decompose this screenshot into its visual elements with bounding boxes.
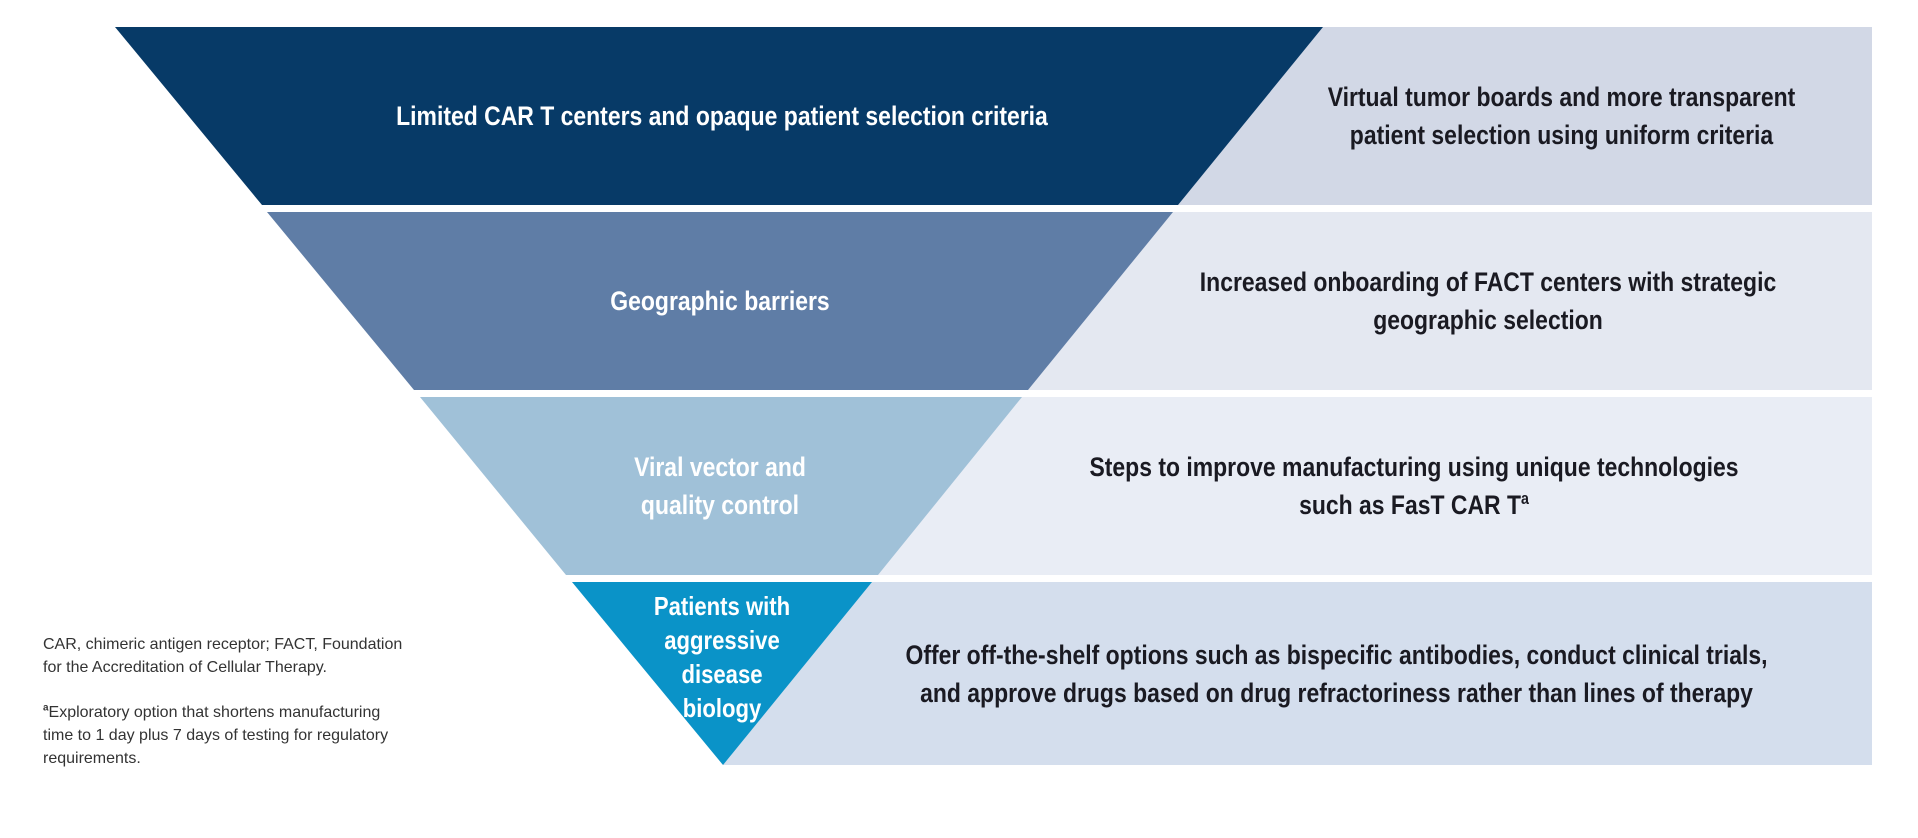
solution-panel-4: [723, 582, 1872, 765]
footnote-exploratory-line: requirements.: [43, 750, 141, 767]
solution-text-2-line: Increased onboarding of FACT centers wit…: [1199, 267, 1777, 297]
barrier-label-4-line: biology: [682, 693, 762, 723]
footnote-exploratory: aExploratory option that shortens manufa…: [43, 701, 388, 770]
footnote-abbreviations: CAR, chimeric antigen receptor; FACT, Fo…: [43, 633, 402, 679]
footnote-exploratory-line1-text: Exploratory option that shortens manufac…: [48, 704, 381, 721]
solution-text-4-line: and approve drugs based on drug refracto…: [920, 677, 1753, 708]
solution-text-1-line: patient selection using uniform criteria: [1349, 120, 1774, 150]
solution-text-4-line: Offer off-the-shelf options such as bisp…: [905, 639, 1768, 670]
solution-text-1: Virtual tumor boards and more transparen…: [1298, 27, 1826, 205]
footnote-marker-a: a: [43, 702, 49, 714]
barrier-label-4-line: aggressive: [664, 625, 780, 655]
solution-text-1-line: Virtual tumor boards and more transparen…: [1327, 82, 1796, 112]
solution-panel-3: [877, 397, 1872, 575]
barrier-label-2: Geographic barriers: [380, 212, 1060, 390]
footnote-exploratory-line: aExploratory option that shortens manufa…: [43, 701, 388, 724]
solution-text-2: Increased onboarding of FACT centers wit…: [1162, 212, 1815, 390]
solution-text-2-line: geographic selection: [1373, 305, 1603, 335]
solution-text-3-line: such as FasT CAR Ta: [1299, 486, 1529, 524]
solution-text-4: Offer off-the-shelf options such as bisp…: [881, 582, 1791, 765]
footnote-abbreviations-line: CAR, chimeric antigen receptor; FACT, Fo…: [43, 636, 403, 653]
footnote-marker-a: a: [1520, 489, 1529, 508]
barrier-label-4-line: disease: [681, 659, 763, 689]
barrier-label-4: Patients with aggressive disease biology: [595, 582, 850, 732]
funnel-segment-2: [267, 212, 1173, 390]
solution-text-3-line: Steps to improve manufacturing using uni…: [1089, 452, 1739, 482]
solution-panel-2: [1028, 212, 1872, 390]
footnote-abbreviations-line: for the Accreditation of Cellular Therap…: [43, 659, 327, 676]
funnel-segment-1: [115, 27, 1323, 205]
barrier-label-3: Viral vector and quality control: [465, 397, 975, 575]
barrier-label-3-line: quality control: [640, 490, 800, 520]
footnote-exploratory-line: time to 1 day plus 7 days of testing for…: [43, 727, 389, 744]
barrier-label-1-line: Limited CAR T centers and opaque patient…: [396, 101, 1048, 131]
barrier-label-3-line: Viral vector and: [634, 452, 806, 482]
barrier-label-4-line: Patients with: [653, 591, 791, 621]
solution-text-3-line2-text: such as FasT CAR T: [1299, 490, 1521, 520]
barrier-label-2-line: Geographic barriers: [610, 286, 830, 316]
solution-text-3: Steps to improve manufacturing using uni…: [1025, 397, 1804, 575]
barrier-label-1: Limited CAR T centers and opaque patient…: [297, 27, 1147, 205]
